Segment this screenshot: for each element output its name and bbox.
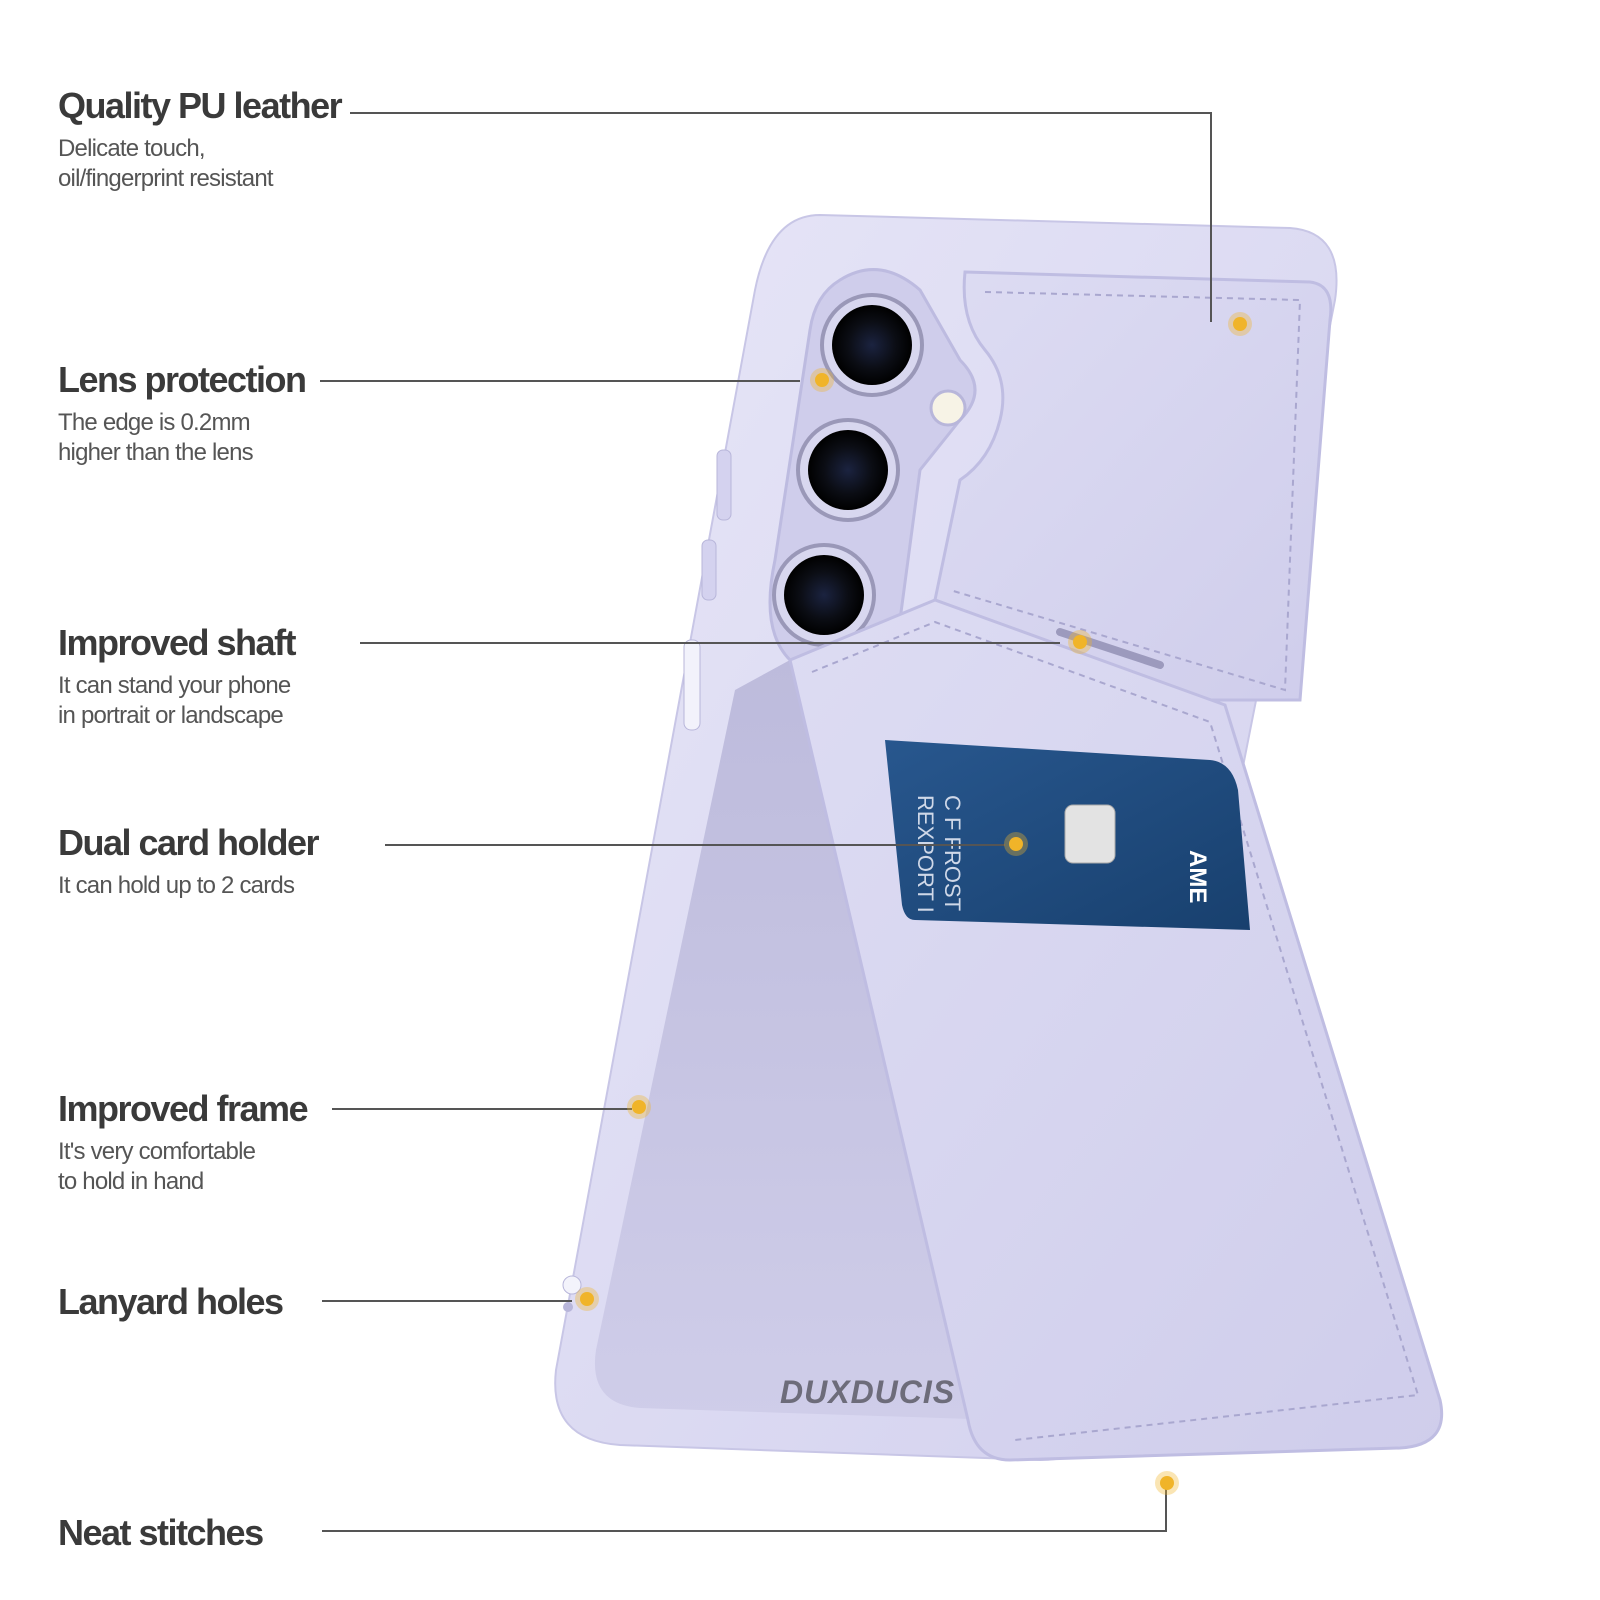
hotspot-frame — [632, 1100, 646, 1114]
feature-title: Lanyard holes — [58, 1281, 284, 1322]
feature-desc: The edge is 0.2mm higher than the lens — [58, 409, 254, 466]
kickstand-flap — [933, 270, 1333, 702]
volume-button — [716, 449, 732, 521]
brand-logo: DUXDUCIS — [780, 1374, 955, 1410]
leader-stitches — [322, 1530, 1167, 1532]
feature-title: Neat stitches — [58, 1512, 264, 1553]
feature-desc: Delicate touch, oil/fingerprint resistan… — [58, 135, 274, 192]
leader-leather-vertical — [1210, 112, 1212, 322]
feature-improved-shaft: Improved shaft It can stand your phone i… — [58, 623, 358, 731]
hotspot-leather — [1233, 317, 1247, 331]
leader-lanyard — [322, 1300, 572, 1302]
camera-lenses — [772, 293, 967, 647]
feature-quality-leather: Quality PU leather Delicate touch, oil/f… — [58, 86, 358, 194]
feature-improved-frame: Improved frame It's very comfortable to … — [58, 1089, 358, 1197]
card-name-2: REXPORT I — [913, 795, 938, 913]
card-issuer: AME — [1184, 850, 1211, 903]
feature-desc: It can hold up to 2 cards — [58, 872, 295, 899]
hotspot-card — [1009, 837, 1023, 851]
feature-lanyard-holes: Lanyard holes — [58, 1282, 358, 1322]
feature-title: Lens protection — [58, 359, 307, 400]
feature-title: Improved shaft — [58, 622, 297, 663]
hotspot-lanyard — [580, 1292, 594, 1306]
leader-stitches-vertical — [1165, 1482, 1167, 1532]
lanyard-hole — [562, 1275, 582, 1295]
leader-leather — [350, 112, 1212, 114]
card-chip — [1064, 804, 1116, 864]
hotspot-shaft — [1073, 635, 1087, 649]
feature-desc: It can stand your phone in portrait or l… — [58, 672, 291, 729]
feature-title: Quality PU leather — [58, 85, 343, 126]
feature-desc: It's very comfortable to hold in hand — [58, 1138, 256, 1195]
feature-title: Dual card holder — [58, 822, 320, 863]
leader-lens — [320, 380, 800, 382]
power-button — [683, 639, 701, 731]
feature-lens-protection: Lens protection The edge is 0.2mm higher… — [58, 360, 358, 468]
hotspot-stitches — [1160, 1476, 1174, 1490]
leader-card — [385, 844, 1005, 846]
leader-shaft — [360, 642, 1060, 644]
feature-dual-card-holder: Dual card holder It can hold up to 2 car… — [58, 823, 358, 901]
side-button — [701, 539, 717, 601]
card-name-1: C F FROST — [940, 795, 965, 911]
case-inner — [594, 660, 1000, 1420]
feature-neat-stitches: Neat stitches — [58, 1513, 358, 1553]
hotspot-lens — [815, 373, 829, 387]
leader-frame — [332, 1108, 632, 1110]
feature-title: Improved frame — [58, 1088, 309, 1129]
